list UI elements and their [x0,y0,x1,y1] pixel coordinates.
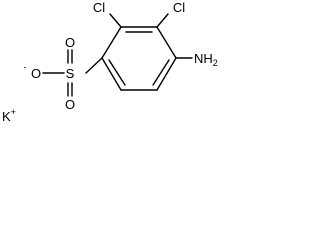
ring-bond-lower-left [101,57,122,91]
ring-bond-lower-left-inner [108,59,126,86]
chlorine-right-label: Cl [173,0,185,15]
potassium-symbol: K [2,109,11,124]
ring-bond-lower-right-inner [152,59,170,86]
chlorine-left-label: Cl [93,0,105,15]
bond-c-s [85,57,103,74]
oxygen-anion-charge: - [24,62,27,72]
amine-nh: NH [194,51,213,66]
sulfur-label: S [66,66,75,81]
bond-c-cl-right [156,13,169,28]
oxygen-top-label: O [65,35,75,50]
ring-bond-upper-left [101,26,122,59]
ring-bond-upper-right [156,26,177,59]
potassium-charge: + [11,107,16,117]
molecule-diagram: Cl Cl NH2 S O O O - K+ [2,0,218,124]
amine-label: NH2 [194,51,218,68]
oxygen-bottom-label: O [65,97,75,112]
potassium-label: K+ [2,107,16,124]
benzene-ring [101,26,177,91]
ring-bond-lower-right [156,57,177,91]
oxygen-anion-label: O [31,66,41,81]
amine-subscript: 2 [213,58,218,68]
bond-c-cl-left [109,13,122,28]
